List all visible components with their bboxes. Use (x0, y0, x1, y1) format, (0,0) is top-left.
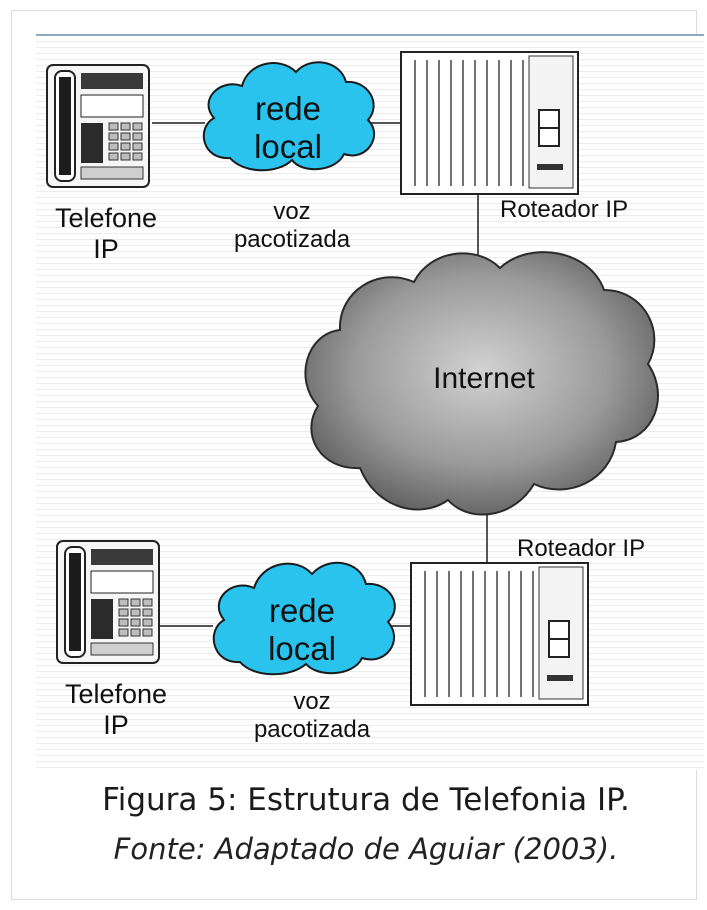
voz-top-label-line2: pacotizada (233, 225, 351, 253)
lan-cloud-bottom-label: rede local (232, 592, 372, 668)
router-top-label: Roteador IP (500, 196, 629, 223)
phone-bottom-label-line2: IP (103, 710, 129, 741)
lan-cloud-top-label: rede local (218, 90, 358, 166)
lan-cloud-top (202, 61, 375, 172)
lan-cloud-bottom (212, 561, 396, 676)
router-bottom-label: Roteador IP (517, 535, 646, 562)
internet-label: Internet (433, 362, 535, 395)
voz-top-label-line1: voz (273, 198, 311, 225)
router-icon-top (400, 51, 579, 195)
voz-bottom-label: voz pacotizada (222, 688, 402, 743)
figure-caption-title: Figura 5: Estrutura de Telefonia IP. (102, 782, 630, 818)
lan-cloud-top-label-line2: local (254, 127, 322, 165)
voz-bottom-label-line2: pacotizada (253, 715, 371, 743)
lan-cloud-bottom-label-line2: local (268, 629, 336, 667)
top-rule (36, 34, 704, 36)
router-icon-bottom (410, 562, 589, 706)
figure-caption-source: Fonte: Adaptado de Aguiar (2003). (113, 832, 619, 866)
phone-top-label-line2: IP (93, 234, 119, 265)
voz-top-label: voz pacotizada (202, 198, 382, 253)
phone-icon-top (46, 64, 150, 188)
lan-cloud-bottom-label-line1: rede (268, 592, 336, 629)
voz-bottom-label-line1: voz (293, 688, 331, 715)
phone-icon-bottom (56, 540, 160, 664)
phone-bottom-label: Telefone IP (51, 679, 181, 741)
internet-cloud (304, 251, 659, 516)
phone-bottom-label-line1: Telefone (64, 679, 168, 709)
lan-cloud-top-label-line1: rede (254, 90, 322, 127)
phone-top-label-line1: Telefone (54, 203, 158, 233)
phone-top-label: Telefone IP (41, 203, 171, 265)
